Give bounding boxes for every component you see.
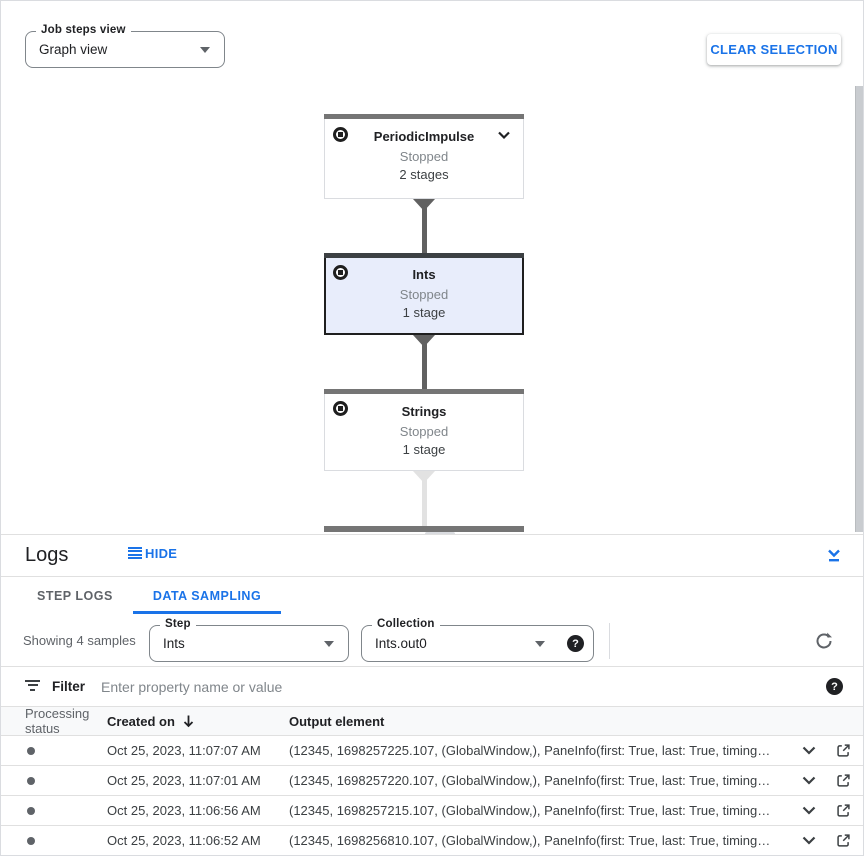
- expand-row-icon[interactable]: [799, 831, 819, 851]
- tab-step-logs[interactable]: STEP LOGS: [37, 588, 113, 603]
- sample-output-element: (12345, 1698257220.107, (GlobalWindow,),…: [289, 773, 771, 788]
- logs-title: Logs: [25, 544, 69, 566]
- open-in-new-icon[interactable]: [833, 831, 853, 851]
- collapse-panel-icon[interactable]: [825, 546, 843, 564]
- open-in-new-icon[interactable]: [833, 741, 853, 761]
- graph-vertical-scrollbar[interactable]: [855, 86, 863, 532]
- collection-select[interactable]: Collection Ints.out0 ?: [361, 618, 594, 662]
- graph-edge: [413, 199, 435, 253]
- graph-node-periodicimpulse[interactable]: PeriodicImpulse Stopped 2 stages: [324, 114, 524, 199]
- clear-selection-button[interactable]: CLEAR SELECTION: [707, 34, 841, 65]
- sample-table-row: Oct 25, 2023, 11:06:52 AM (12345, 169825…: [1, 826, 863, 855]
- processing-status-dot-icon: [27, 837, 35, 845]
- job-steps-view-value: Graph view: [39, 42, 108, 57]
- sampling-controls-row: Showing 4 samples Step Ints Collection I…: [1, 614, 863, 667]
- sample-created-on: Oct 25, 2023, 11:07:01 AM: [107, 773, 261, 788]
- node-status: Stopped: [399, 287, 449, 302]
- graph-node-ints[interactable]: Ints Stopped 1 stage: [324, 253, 524, 335]
- column-header-created-on[interactable]: Created on: [107, 714, 289, 729]
- stop-circle-icon: [333, 401, 348, 416]
- refresh-samples-icon[interactable]: [814, 631, 834, 651]
- vertical-divider: [609, 623, 610, 659]
- node-stage-count: 2 stages: [399, 167, 449, 182]
- hide-logs-button[interactable]: HIDE: [128, 546, 177, 561]
- processing-status-dot-icon: [27, 807, 35, 815]
- stop-circle-icon: [333, 265, 348, 280]
- graph-edge: [413, 471, 435, 526]
- column-header-processing-status: Processing status: [25, 706, 90, 736]
- caret-down-icon: [324, 640, 334, 647]
- lines-icon: [128, 546, 142, 561]
- stop-circle-icon: [333, 127, 348, 142]
- job-steps-view-label: Job steps view: [36, 24, 131, 36]
- job-steps-view-select[interactable]: Job steps view Graph view: [25, 24, 225, 68]
- sort-descending-icon[interactable]: [181, 714, 196, 729]
- filter-row: Filter ?: [1, 667, 863, 707]
- sample-output-element: (12345, 1698257215.107, (GlobalWindow,),…: [289, 803, 771, 818]
- hide-label: HIDE: [145, 546, 178, 561]
- logs-panel-header: Logs HIDE: [1, 535, 863, 577]
- help-icon[interactable]: ?: [826, 678, 843, 695]
- node-stage-count: 1 stage: [402, 442, 446, 457]
- filter-label: Filter: [52, 679, 86, 694]
- node-stage-count: 1 stage: [402, 305, 446, 320]
- node-title: PeriodicImpulse: [373, 129, 475, 144]
- column-header-output-element: Output element: [289, 713, 385, 729]
- sample-output-element: (12345, 1698257225.107, (GlobalWindow,),…: [289, 743, 771, 758]
- expand-row-icon[interactable]: [799, 801, 819, 821]
- processing-status-dot-icon: [27, 747, 35, 755]
- tab-data-sampling[interactable]: DATA SAMPLING: [132, 577, 282, 614]
- step-select-value: Ints: [163, 636, 185, 651]
- logs-tabs: STEP LOGS DATA SAMPLING: [1, 577, 863, 614]
- sample-count-text: Showing 4 samples: [23, 632, 136, 648]
- chevron-down-icon[interactable]: [497, 131, 511, 140]
- node-title: Ints: [412, 267, 436, 282]
- step-select-label: Step: [160, 618, 196, 630]
- sample-created-on: Oct 25, 2023, 11:06:52 AM: [107, 833, 261, 848]
- sample-output-element: (12345, 1698256810.107, (GlobalWindow,),…: [289, 833, 771, 848]
- sample-table-row: Oct 25, 2023, 11:07:07 AM (12345, 169825…: [1, 736, 863, 766]
- node-status: Stopped: [399, 149, 449, 164]
- expand-row-icon[interactable]: [799, 741, 819, 761]
- logs-panel: Logs HIDE STEP LOGS DATA SAMPLING Showin…: [1, 534, 863, 855]
- node-title: Strings: [401, 404, 447, 419]
- table-header-row: Processing status Created on Output elem…: [1, 706, 863, 736]
- filter-icon: [25, 679, 40, 694]
- expand-row-icon[interactable]: [799, 771, 819, 791]
- processing-status-dot-icon: [27, 777, 35, 785]
- caret-down-icon: [535, 640, 545, 647]
- filter-input[interactable]: [101, 678, 826, 695]
- node-top-bar: [324, 114, 524, 119]
- sample-created-on: Oct 25, 2023, 11:06:56 AM: [107, 803, 261, 818]
- node-top-bar: [324, 253, 524, 258]
- node-top-bar: [324, 389, 524, 394]
- help-icon[interactable]: ?: [567, 635, 584, 652]
- sample-created-on: Oct 25, 2023, 11:07:07 AM: [107, 743, 261, 758]
- collection-select-label: Collection: [372, 618, 440, 630]
- node-status: Stopped: [399, 424, 449, 439]
- open-in-new-icon[interactable]: [833, 801, 853, 821]
- job-graph-area: Job steps view Graph view CLEAR SELECTIO…: [1, 1, 863, 536]
- graph-node-strings[interactable]: Strings Stopped 1 stage: [324, 389, 524, 471]
- collection-select-value: Ints.out0: [375, 636, 427, 651]
- sample-table-row: Oct 25, 2023, 11:07:01 AM (12345, 169825…: [1, 766, 863, 796]
- sample-table-row: Oct 25, 2023, 11:06:56 AM (12345, 169825…: [1, 796, 863, 826]
- open-in-new-icon[interactable]: [833, 771, 853, 791]
- step-select[interactable]: Step Ints: [149, 618, 349, 662]
- caret-down-icon: [200, 46, 210, 53]
- partial-node-top-bar: [324, 526, 524, 532]
- graph-edge: [413, 335, 435, 389]
